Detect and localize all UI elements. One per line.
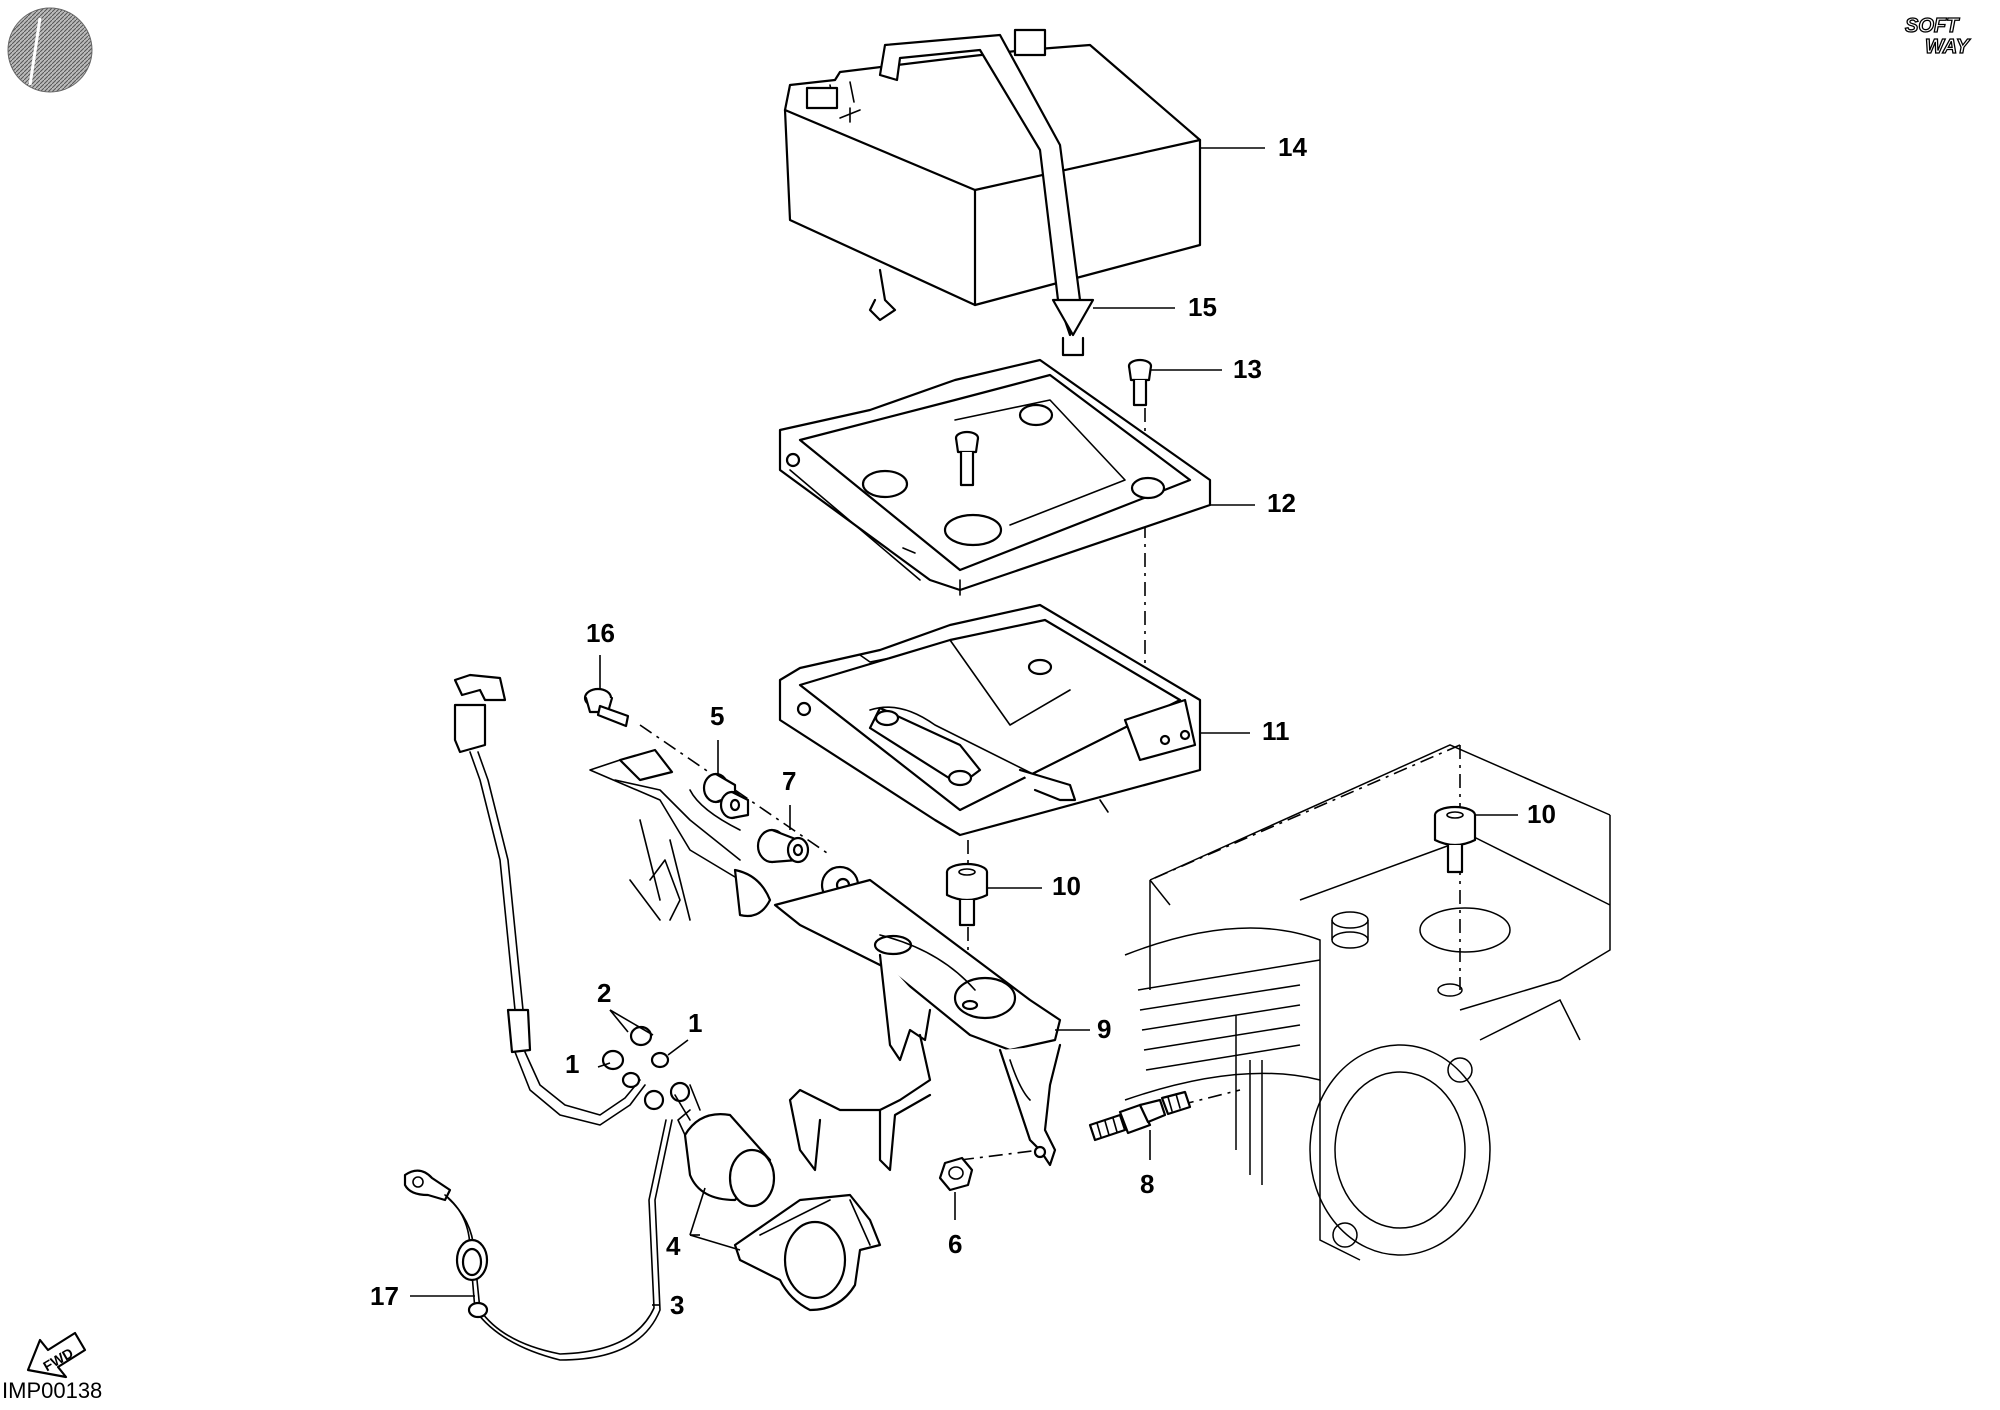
engine-outline	[1124, 744, 1611, 1261]
callout-13: 13	[1233, 354, 1262, 384]
battery-tray	[778, 358, 1212, 596]
rubber-mount-10a	[945, 862, 989, 927]
leader-lines	[410, 147, 1518, 1306]
callout-9: 9	[1097, 1014, 1111, 1044]
callout-16: 16	[586, 618, 615, 648]
callout-11: 11	[1262, 716, 1290, 746]
logo-way-text: WAY	[1925, 36, 1971, 58]
callout-5: 5	[710, 701, 724, 731]
stud-8	[1088, 1090, 1192, 1142]
circle-hatch-icon	[7, 7, 93, 93]
callout-10-center: 10	[1052, 871, 1081, 901]
fwd-arrow-icon: FWD	[26, 1331, 87, 1379]
callout-1-right: 1	[688, 1008, 702, 1038]
wiring-harness	[453, 673, 772, 1126]
callout-14: 14	[1278, 132, 1307, 162]
callout-2: 2	[597, 978, 611, 1008]
battery-support	[778, 603, 1202, 837]
relay-4	[677, 1109, 882, 1312]
logo-soft-text: SOFT	[1905, 15, 1960, 37]
callout-labels: 14 15 13 12 16 11 5 7 10 10 2 1 1 9 8 6 …	[370, 132, 1556, 1320]
softway-logo: SOFT WAY	[1904, 14, 1971, 58]
spacer-7	[756, 828, 810, 864]
bolt-13	[1127, 358, 1153, 407]
callout-1-left: 1	[565, 1049, 579, 1079]
rubber-mount-10b	[1433, 805, 1477, 874]
bracket-9	[773, 865, 1062, 1172]
callout-12: 12	[1267, 488, 1296, 518]
drawing-code: IMP00138	[2, 1378, 103, 1403]
nut-6	[938, 1156, 974, 1192]
callout-8: 8	[1140, 1169, 1154, 1199]
callout-6: 6	[948, 1229, 962, 1259]
grommet-5	[702, 772, 750, 820]
battery	[783, 28, 1202, 357]
screw-16	[583, 687, 630, 728]
callout-15: 15	[1188, 292, 1217, 322]
cable-3-17	[403, 1119, 673, 1361]
callout-7: 7	[782, 766, 796, 796]
callout-3: 3	[670, 1290, 684, 1320]
callout-17: 17	[370, 1281, 399, 1311]
callout-10-right: 10	[1527, 799, 1556, 829]
callout-4: 4	[666, 1231, 681, 1261]
